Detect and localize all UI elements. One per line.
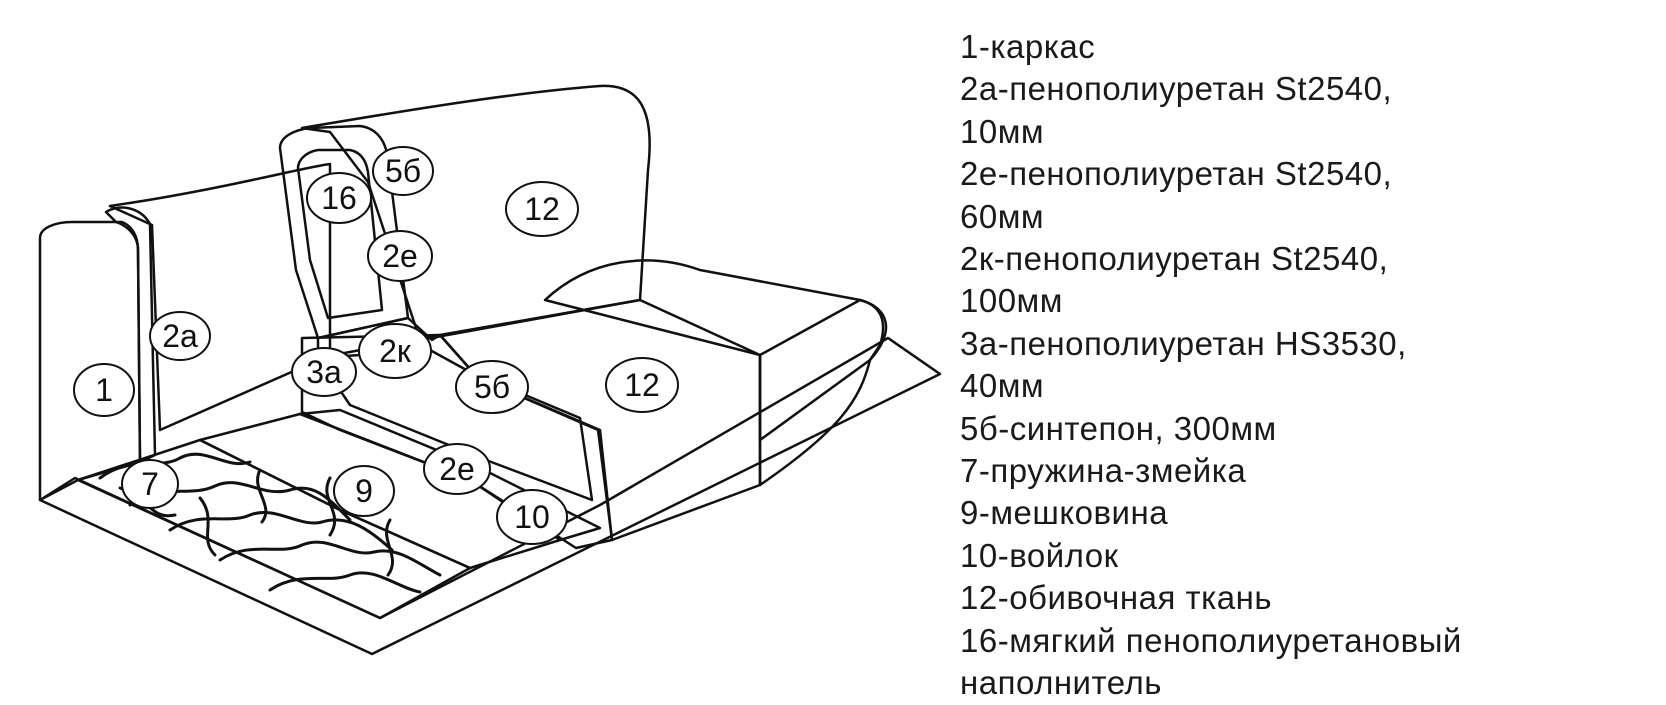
seat-top-foam — [316, 348, 594, 502]
callout-2e-back-label: 2е — [382, 238, 418, 274]
legend-line: 10-войлок — [960, 536, 1119, 574]
right-arm-front — [758, 298, 885, 487]
right-arm — [543, 259, 888, 442]
sofa-cutaway-diagram: 1 2а 16 5б 12 2е 2к 3а — [38, 84, 942, 656]
callout-12-seat-label: 12 — [624, 367, 660, 403]
legend-line: 5б-синтепон, 300мм — [960, 409, 1277, 447]
frame-1 — [38, 220, 142, 502]
callout-10: 10 — [496, 489, 568, 545]
callout-9-label: 9 — [355, 473, 373, 509]
foam-layer-2a — [104, 206, 157, 464]
callout-5b-seat: 5б — [455, 360, 529, 414]
legend-line: 1-каркас — [960, 28, 1096, 65]
callout-3a-label: 3а — [306, 354, 342, 390]
legend-line: 7-пружина-змейка — [960, 452, 1247, 490]
legend-line: 2е-пенополиуретан St2540, — [960, 155, 1393, 193]
callout-2k: 2к — [358, 323, 432, 379]
callout-7-label: 7 — [141, 466, 159, 502]
callout-1-label: 1 — [95, 372, 113, 408]
legend-line: 9-мешковина — [960, 494, 1169, 532]
legend: 1-каркас 2а-пенополиуретан St2540, 10мм … — [960, 26, 1650, 705]
callout-2e-seat: 2е — [423, 443, 491, 495]
callout-5b-seat-label: 5б — [474, 369, 510, 405]
legend-line: 2к-пенополиуретан St2540, — [960, 240, 1389, 278]
legend-line: 2а-пенополиуретан St2540, — [960, 70, 1393, 108]
callout-12-seat: 12 — [605, 357, 679, 413]
legend-line: 12-обивочная ткань — [960, 579, 1273, 617]
callout-2k-label: 2к — [379, 333, 412, 369]
legend-line: 60мм — [960, 197, 1045, 235]
callout-2a: 2а — [149, 311, 211, 361]
legend-line: 16-мягкий пенополиуретановый — [960, 621, 1462, 659]
callout-7: 7 — [121, 459, 179, 509]
callout-2e-seat-label: 2е — [439, 451, 475, 487]
callout-16: 16 — [306, 172, 372, 224]
callouts: 1 2а 16 5б 12 2е 2к 3а — [73, 146, 679, 545]
callout-5b-top-label: 5б — [385, 153, 421, 189]
left-back-frame — [108, 162, 332, 432]
callout-16-label: 16 — [321, 180, 357, 216]
callout-2e-back: 2е — [367, 230, 433, 282]
legend-line: наполнитель — [960, 664, 1162, 702]
back-insert-filler-16 — [296, 148, 384, 320]
callout-9: 9 — [333, 465, 395, 517]
spring-base — [76, 438, 472, 620]
callout-12-back: 12 — [505, 181, 579, 237]
legend-line: 10мм — [960, 112, 1045, 150]
legend-line: 40мм — [960, 367, 1045, 405]
callout-3a: 3а — [291, 347, 357, 397]
back-upholstery — [300, 84, 651, 342]
callout-2a-label: 2а — [162, 318, 198, 354]
legend-line: 100мм — [960, 282, 1063, 320]
callout-5b-top: 5б — [372, 146, 434, 196]
callout-10-label: 10 — [514, 499, 550, 535]
callout-12-back-label: 12 — [524, 191, 560, 227]
legend-line: 3а-пенополиуретан HS3530, — [960, 324, 1407, 362]
callout-1: 1 — [73, 363, 135, 417]
